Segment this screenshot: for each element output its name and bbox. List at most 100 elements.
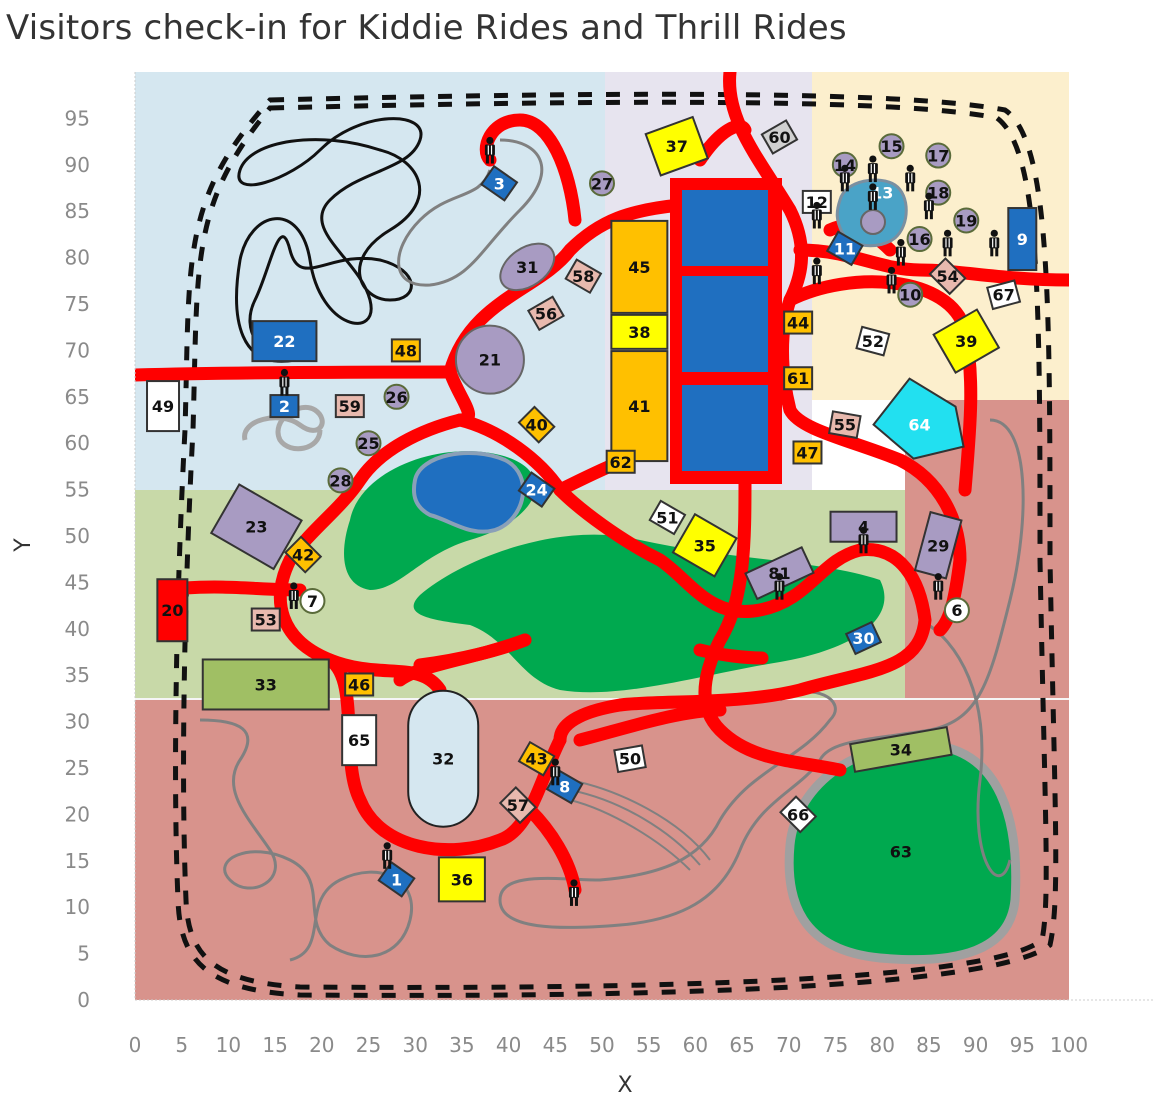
facility-label-42: 42	[292, 546, 314, 565]
facility-56-shape	[526, 295, 565, 332]
x-tick-label: 15	[262, 1033, 287, 1057]
facility-label-39: 39	[955, 332, 977, 351]
facility-label-28: 28	[329, 471, 351, 490]
facility-11-shape	[825, 230, 864, 267]
facility-20-shape	[156, 578, 189, 643]
y-tick-label: 55	[65, 478, 90, 502]
facility-label-62: 62	[610, 453, 632, 472]
y-tick-label: 30	[65, 710, 90, 734]
facility-label-58: 58	[572, 267, 594, 286]
y-tick-label: 65	[65, 385, 90, 409]
facility-label-7: 7	[307, 592, 318, 611]
facility-67-shape	[986, 279, 1022, 311]
facility-label-47: 47	[796, 443, 818, 462]
facility-label-31: 31	[516, 258, 538, 277]
x-tick-label: 40	[496, 1033, 521, 1057]
facility-32-shape	[407, 689, 480, 828]
y-tick-label: 0	[77, 988, 90, 1012]
facility-36-shape	[437, 856, 486, 903]
x-tick-label: 100	[1050, 1033, 1088, 1057]
y-tick-label: 5	[77, 942, 90, 966]
main-building-block-1	[682, 190, 768, 266]
facility-label-11: 11	[834, 239, 856, 258]
facility-label-21: 21	[479, 351, 501, 370]
facility-24-shape	[517, 471, 556, 509]
facility-label-52: 52	[862, 332, 884, 351]
facility-43-shape	[517, 740, 556, 777]
teal-island-center	[860, 209, 886, 235]
facility-label-16: 16	[908, 230, 930, 249]
facility-label-2: 2	[279, 397, 290, 416]
facility-29-shape	[913, 510, 963, 580]
facility-label-54: 54	[936, 267, 958, 286]
facility-label-61: 61	[787, 369, 809, 388]
facility-label-59: 59	[339, 397, 361, 416]
facility-10-shape	[897, 281, 924, 308]
lake	[411, 451, 525, 534]
facility-label-36: 36	[451, 870, 473, 889]
facility-60-shape	[760, 119, 799, 155]
facility-25-shape	[355, 430, 382, 457]
facility-label-19: 19	[955, 211, 977, 230]
facility-label-8: 8	[559, 778, 570, 797]
park-map-background	[135, 72, 1069, 1000]
x-tick-label: 20	[309, 1033, 334, 1057]
facility-label-17: 17	[927, 147, 949, 166]
facility-15-shape	[878, 133, 905, 160]
facility-label-35: 35	[694, 536, 716, 555]
facility-label-15: 15	[880, 137, 902, 156]
facility-label-33: 33	[255, 675, 277, 694]
facility-label-46: 46	[348, 675, 370, 694]
facility-label-6: 6	[951, 601, 962, 620]
facility-50-shape	[613, 744, 647, 774]
y-tick-label: 60	[65, 431, 90, 455]
facility-19-shape	[953, 207, 980, 234]
facility-31-shape	[499, 242, 556, 292]
facility-label-41: 41	[628, 397, 650, 416]
x-tick-label: 5	[175, 1033, 188, 1057]
facility-58-shape	[564, 258, 603, 295]
facility-34-shape	[849, 725, 953, 773]
y-tick-label: 90	[65, 153, 90, 177]
facility-label-66: 66	[787, 805, 809, 824]
x-axis-title: X	[617, 1073, 632, 1098]
coaster-track-grey-bottom-left	[199, 718, 413, 962]
y-tick-label: 50	[65, 524, 90, 548]
facility-label-22: 22	[273, 332, 295, 351]
facility-2-shape	[269, 394, 300, 419]
coaster-track-grey-side	[919, 618, 1012, 878]
facility-label-23: 23	[245, 518, 267, 537]
facility-label-40: 40	[525, 416, 547, 435]
facility-62-shape	[605, 449, 636, 474]
facility-9-shape	[1007, 207, 1038, 272]
facility-39-shape	[932, 308, 1001, 375]
facility-label-50: 50	[619, 750, 641, 769]
facility-label-63: 63	[890, 843, 912, 862]
facility-30-shape	[844, 620, 883, 656]
facility-45-shape	[610, 219, 669, 314]
facility-label-27: 27	[591, 174, 613, 193]
coaster-track-grey-right	[498, 418, 1025, 929]
facility-53-shape	[250, 607, 281, 632]
facility-54-shape	[928, 257, 967, 296]
facility-label-60: 60	[768, 128, 790, 147]
facility-label-53: 53	[255, 611, 277, 630]
facility-35-shape	[671, 512, 738, 578]
facility-27-shape	[589, 170, 615, 197]
train-track-outer	[173, 91, 1059, 998]
coaster-track-grey-top	[397, 138, 544, 287]
facility-17-shape	[925, 142, 952, 169]
facility-42-shape	[284, 535, 323, 574]
facility-21-shape	[454, 324, 525, 395]
x-tick-label: 85	[916, 1033, 941, 1057]
facility-40-shape	[517, 405, 556, 444]
y-axis-title: Y	[11, 538, 36, 553]
facility-label-55: 55	[834, 416, 856, 435]
x-tick-label: 55	[636, 1033, 661, 1057]
coaster-track-black	[235, 117, 423, 363]
facility-label-37: 37	[666, 137, 688, 156]
facility-41-shape	[610, 350, 669, 463]
facility-7-shape	[299, 587, 326, 614]
facility-label-1: 1	[391, 870, 402, 889]
